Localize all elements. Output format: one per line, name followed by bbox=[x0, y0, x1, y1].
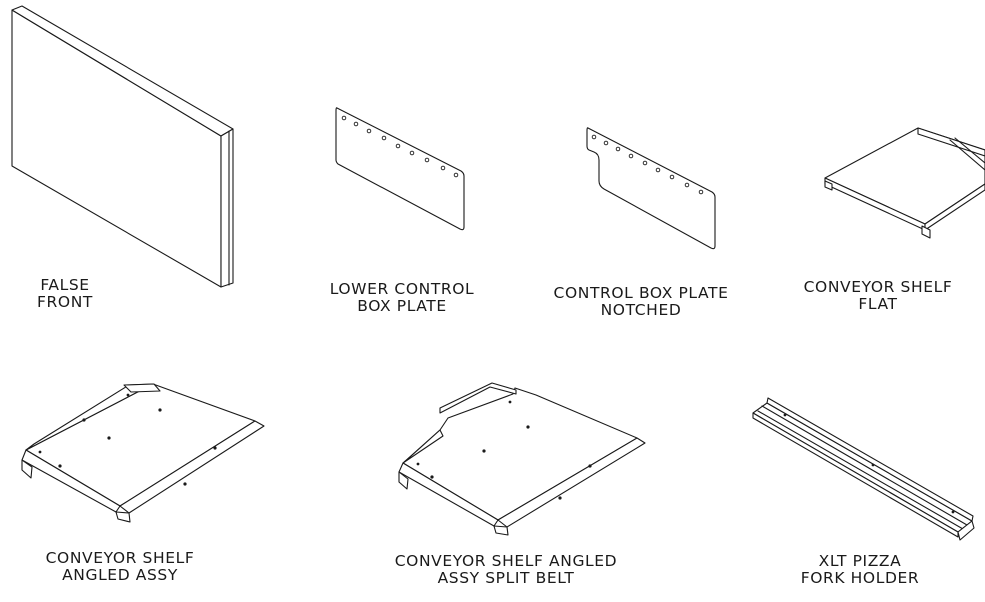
conveyor-shelf-angled-assy-split-belt-drawing bbox=[398, 382, 646, 536]
conveyor-shelf-flat-drawing bbox=[824, 127, 985, 239]
label-conveyor-shelf-angled-assy-split-belt: CONVEYOR SHELF ANGLED ASSY SPLIT BELT bbox=[356, 553, 656, 587]
label-line: ANGLED ASSY bbox=[62, 566, 178, 584]
label-line: FORK HOLDER bbox=[800, 569, 920, 587]
label-lower-control-box-plate: LOWER CONTROL BOX PLATE bbox=[297, 281, 507, 315]
conveyor-shelf-angled-assy-drawing bbox=[21, 383, 265, 523]
label-line: FRONT bbox=[37, 293, 93, 311]
label-line: LOWER CONTROL bbox=[329, 280, 475, 298]
label-line: XLT PIZZA bbox=[818, 552, 902, 570]
label-false-front: FALSE FRONT bbox=[20, 277, 110, 311]
label-line: FLAT bbox=[858, 295, 898, 313]
label-line: CONVEYOR SHELF bbox=[803, 278, 953, 296]
control-box-plate-notched-drawing bbox=[586, 127, 716, 250]
label-line: CONTROL BOX PLATE bbox=[553, 284, 729, 302]
false-front-drawing bbox=[11, 5, 234, 288]
label-line: ASSY SPLIT BELT bbox=[437, 569, 575, 587]
label-conveyor-shelf-flat: CONVEYOR SHELF FLAT bbox=[768, 279, 985, 313]
xlt-pizza-fork-holder-drawing bbox=[752, 397, 975, 541]
label-line: CONVEYOR SHELF ANGLED bbox=[394, 552, 618, 570]
label-line: NOTCHED bbox=[600, 301, 682, 319]
label-line: CONVEYOR SHELF bbox=[45, 549, 195, 567]
lower-control-box-plate-drawing bbox=[335, 107, 465, 231]
label-line: BOX PLATE bbox=[357, 297, 447, 315]
label-xlt-pizza-fork-holder: XLT PIZZA FORK HOLDER bbox=[780, 553, 940, 587]
label-conveyor-shelf-angled-assy: CONVEYOR SHELF ANGLED ASSY bbox=[20, 550, 220, 584]
label-line: FALSE bbox=[40, 276, 90, 294]
label-control-box-plate-notched: CONTROL BOX PLATE NOTCHED bbox=[516, 285, 766, 319]
